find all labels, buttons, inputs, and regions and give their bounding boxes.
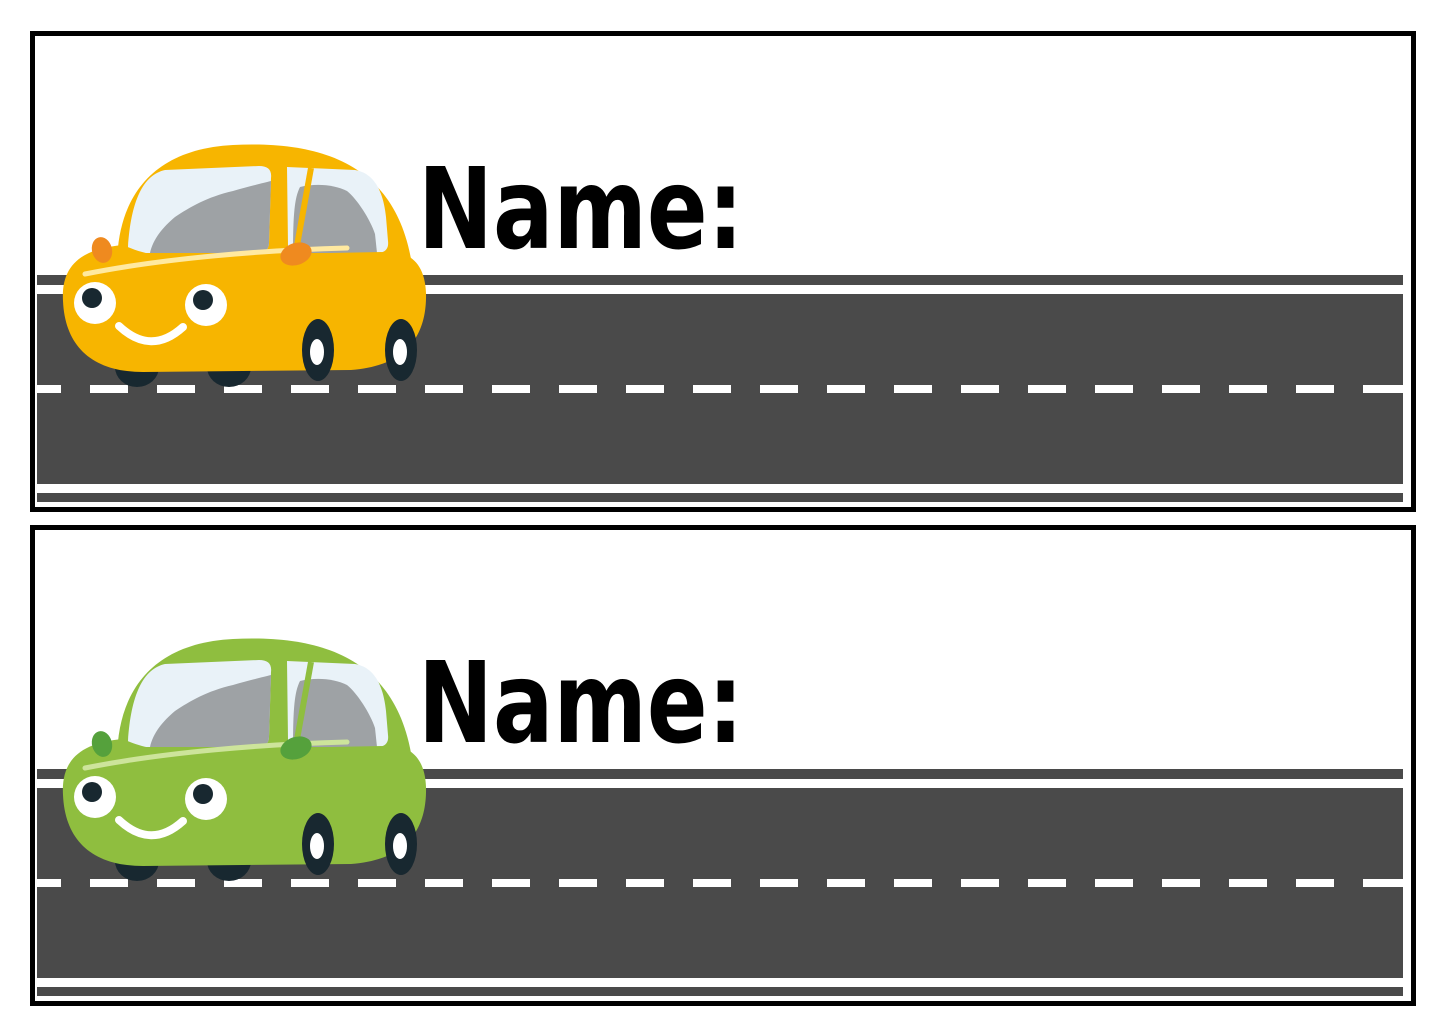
- car-mirror-and-handle: [91, 731, 312, 760]
- car-body: [62, 245, 427, 372]
- green-car-illustration: [62, 638, 427, 881]
- name-plate-card-2: Name:: [30, 525, 1416, 1006]
- name-plate-card-1: Name:: [30, 31, 1416, 512]
- road-center-dashed-line: [37, 385, 1403, 393]
- yellow-car-illustration: [62, 144, 427, 387]
- car-wheel-hubs: [310, 833, 407, 859]
- road-edge-stripe-top: [37, 769, 1403, 779]
- car-smile: [115, 322, 187, 346]
- car-wheel-hubs: [310, 339, 407, 365]
- road-edge-stripe-bottom: [37, 493, 1403, 502]
- car-vent-divider: [293, 167, 314, 252]
- car-hood-highlight: [82, 739, 350, 771]
- car-body: [62, 739, 427, 866]
- car-vent-divider: [293, 661, 314, 746]
- name-label: Name:: [418, 145, 744, 275]
- car-hood-highlight: [82, 245, 350, 277]
- road-edge-stripe-bottom: [37, 987, 1403, 996]
- car-mirror-and-handle: [91, 237, 312, 266]
- road-edge-stripe-top: [37, 275, 1403, 285]
- car-pupils: [82, 288, 213, 310]
- name-label: Name:: [418, 639, 744, 769]
- car-window-interior: [150, 181, 377, 253]
- car-window-interior: [150, 675, 377, 747]
- car-smile: [115, 816, 187, 840]
- car-pupils: [82, 782, 213, 804]
- road-center-dashed-line: [37, 879, 1403, 887]
